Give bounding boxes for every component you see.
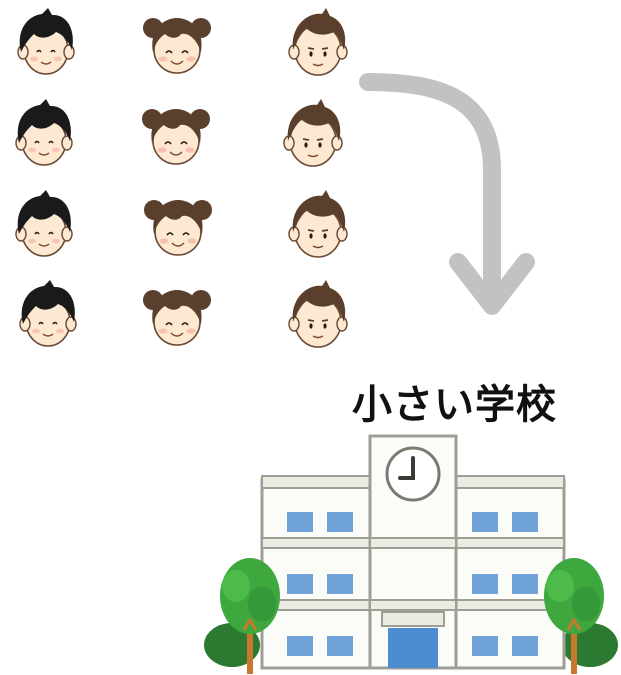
- girl-icon: [141, 108, 211, 165]
- girl-icon: [142, 289, 212, 346]
- girl-icon: [143, 199, 213, 256]
- boy-icon: [15, 189, 73, 257]
- boy-icon: [288, 279, 348, 348]
- boy-icon: [19, 279, 77, 347]
- girl-icon: [142, 17, 212, 74]
- school-icon: [204, 434, 618, 675]
- curved-arrow-icon: [359, 73, 535, 315]
- children-grid: [15, 7, 348, 348]
- boy-icon: [288, 7, 348, 76]
- boy-icon: [17, 7, 75, 75]
- door-icon: [388, 628, 438, 668]
- boy-icon: [288, 189, 348, 258]
- caption: 小さい学校: [352, 382, 557, 428]
- boy-icon: [15, 98, 73, 166]
- boy-icon: [283, 98, 343, 167]
